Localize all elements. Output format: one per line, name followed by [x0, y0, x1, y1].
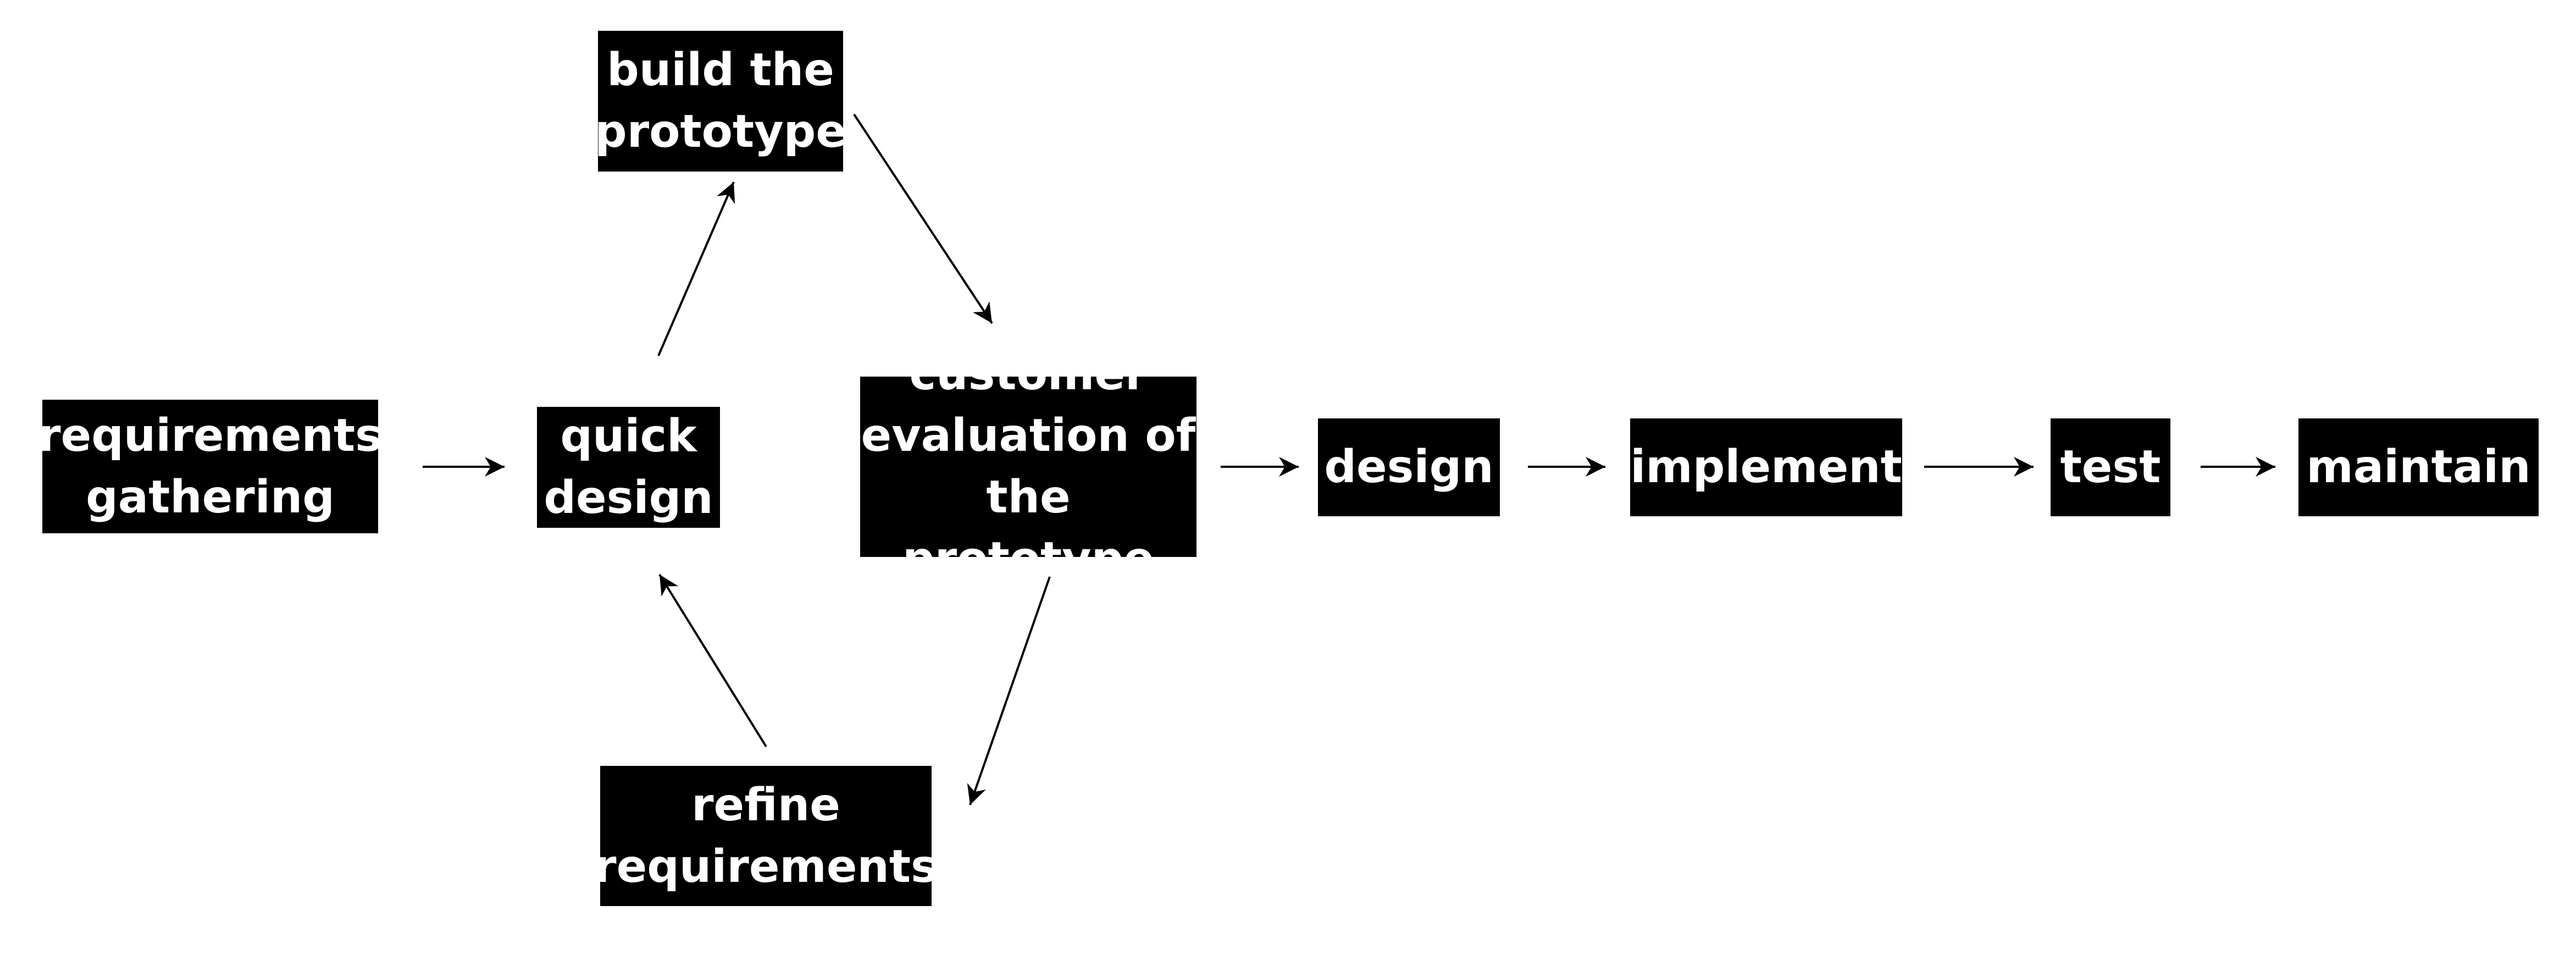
arrow-build-prototype-to-customer-evaluation: [853, 113, 993, 324]
node-customer-evaluation-of-the-prototype: customer evaluation of the prototype: [860, 348, 1196, 585]
arrow-quick-design-to-build-prototype: [657, 181, 735, 356]
node-implement: implement: [1630, 418, 1902, 516]
node-design: design: [1318, 418, 1500, 516]
node-text-line: customer: [909, 348, 1148, 400]
node-text-line: maintain: [2306, 441, 2531, 493]
node-text-line: the prototype: [902, 471, 1154, 585]
node-build-the-prototype: build the prototype: [595, 31, 846, 172]
node-quick-design: quick design: [537, 407, 720, 528]
node-text-line: evaluation of: [861, 410, 1196, 462]
node-text-line: build the: [607, 44, 834, 96]
node-text-line: gathering: [86, 471, 335, 523]
node-text-line: requirements: [38, 409, 382, 462]
node-requirements-gathering: requirements gathering: [38, 400, 382, 533]
node-text-line: implement: [1630, 441, 1902, 493]
node-text-line: design: [544, 472, 713, 524]
node-text-line: test: [2060, 441, 2161, 493]
node-text-line: design: [1324, 441, 1494, 493]
arrow-customer-evaluation-to-refine-requirements: [967, 576, 1051, 805]
node-text-line: quick: [560, 410, 697, 462]
node-text-line: prototype: [595, 106, 846, 158]
node-refine-requirements: refine requirements: [594, 766, 938, 906]
node-test: test: [2051, 418, 2170, 516]
node-text-line: refine: [691, 779, 840, 831]
node-maintain: maintain: [2298, 418, 2539, 516]
node-text-line: requirements: [594, 840, 938, 893]
arrow-refine-requirements-to-quick-design: [658, 573, 767, 748]
